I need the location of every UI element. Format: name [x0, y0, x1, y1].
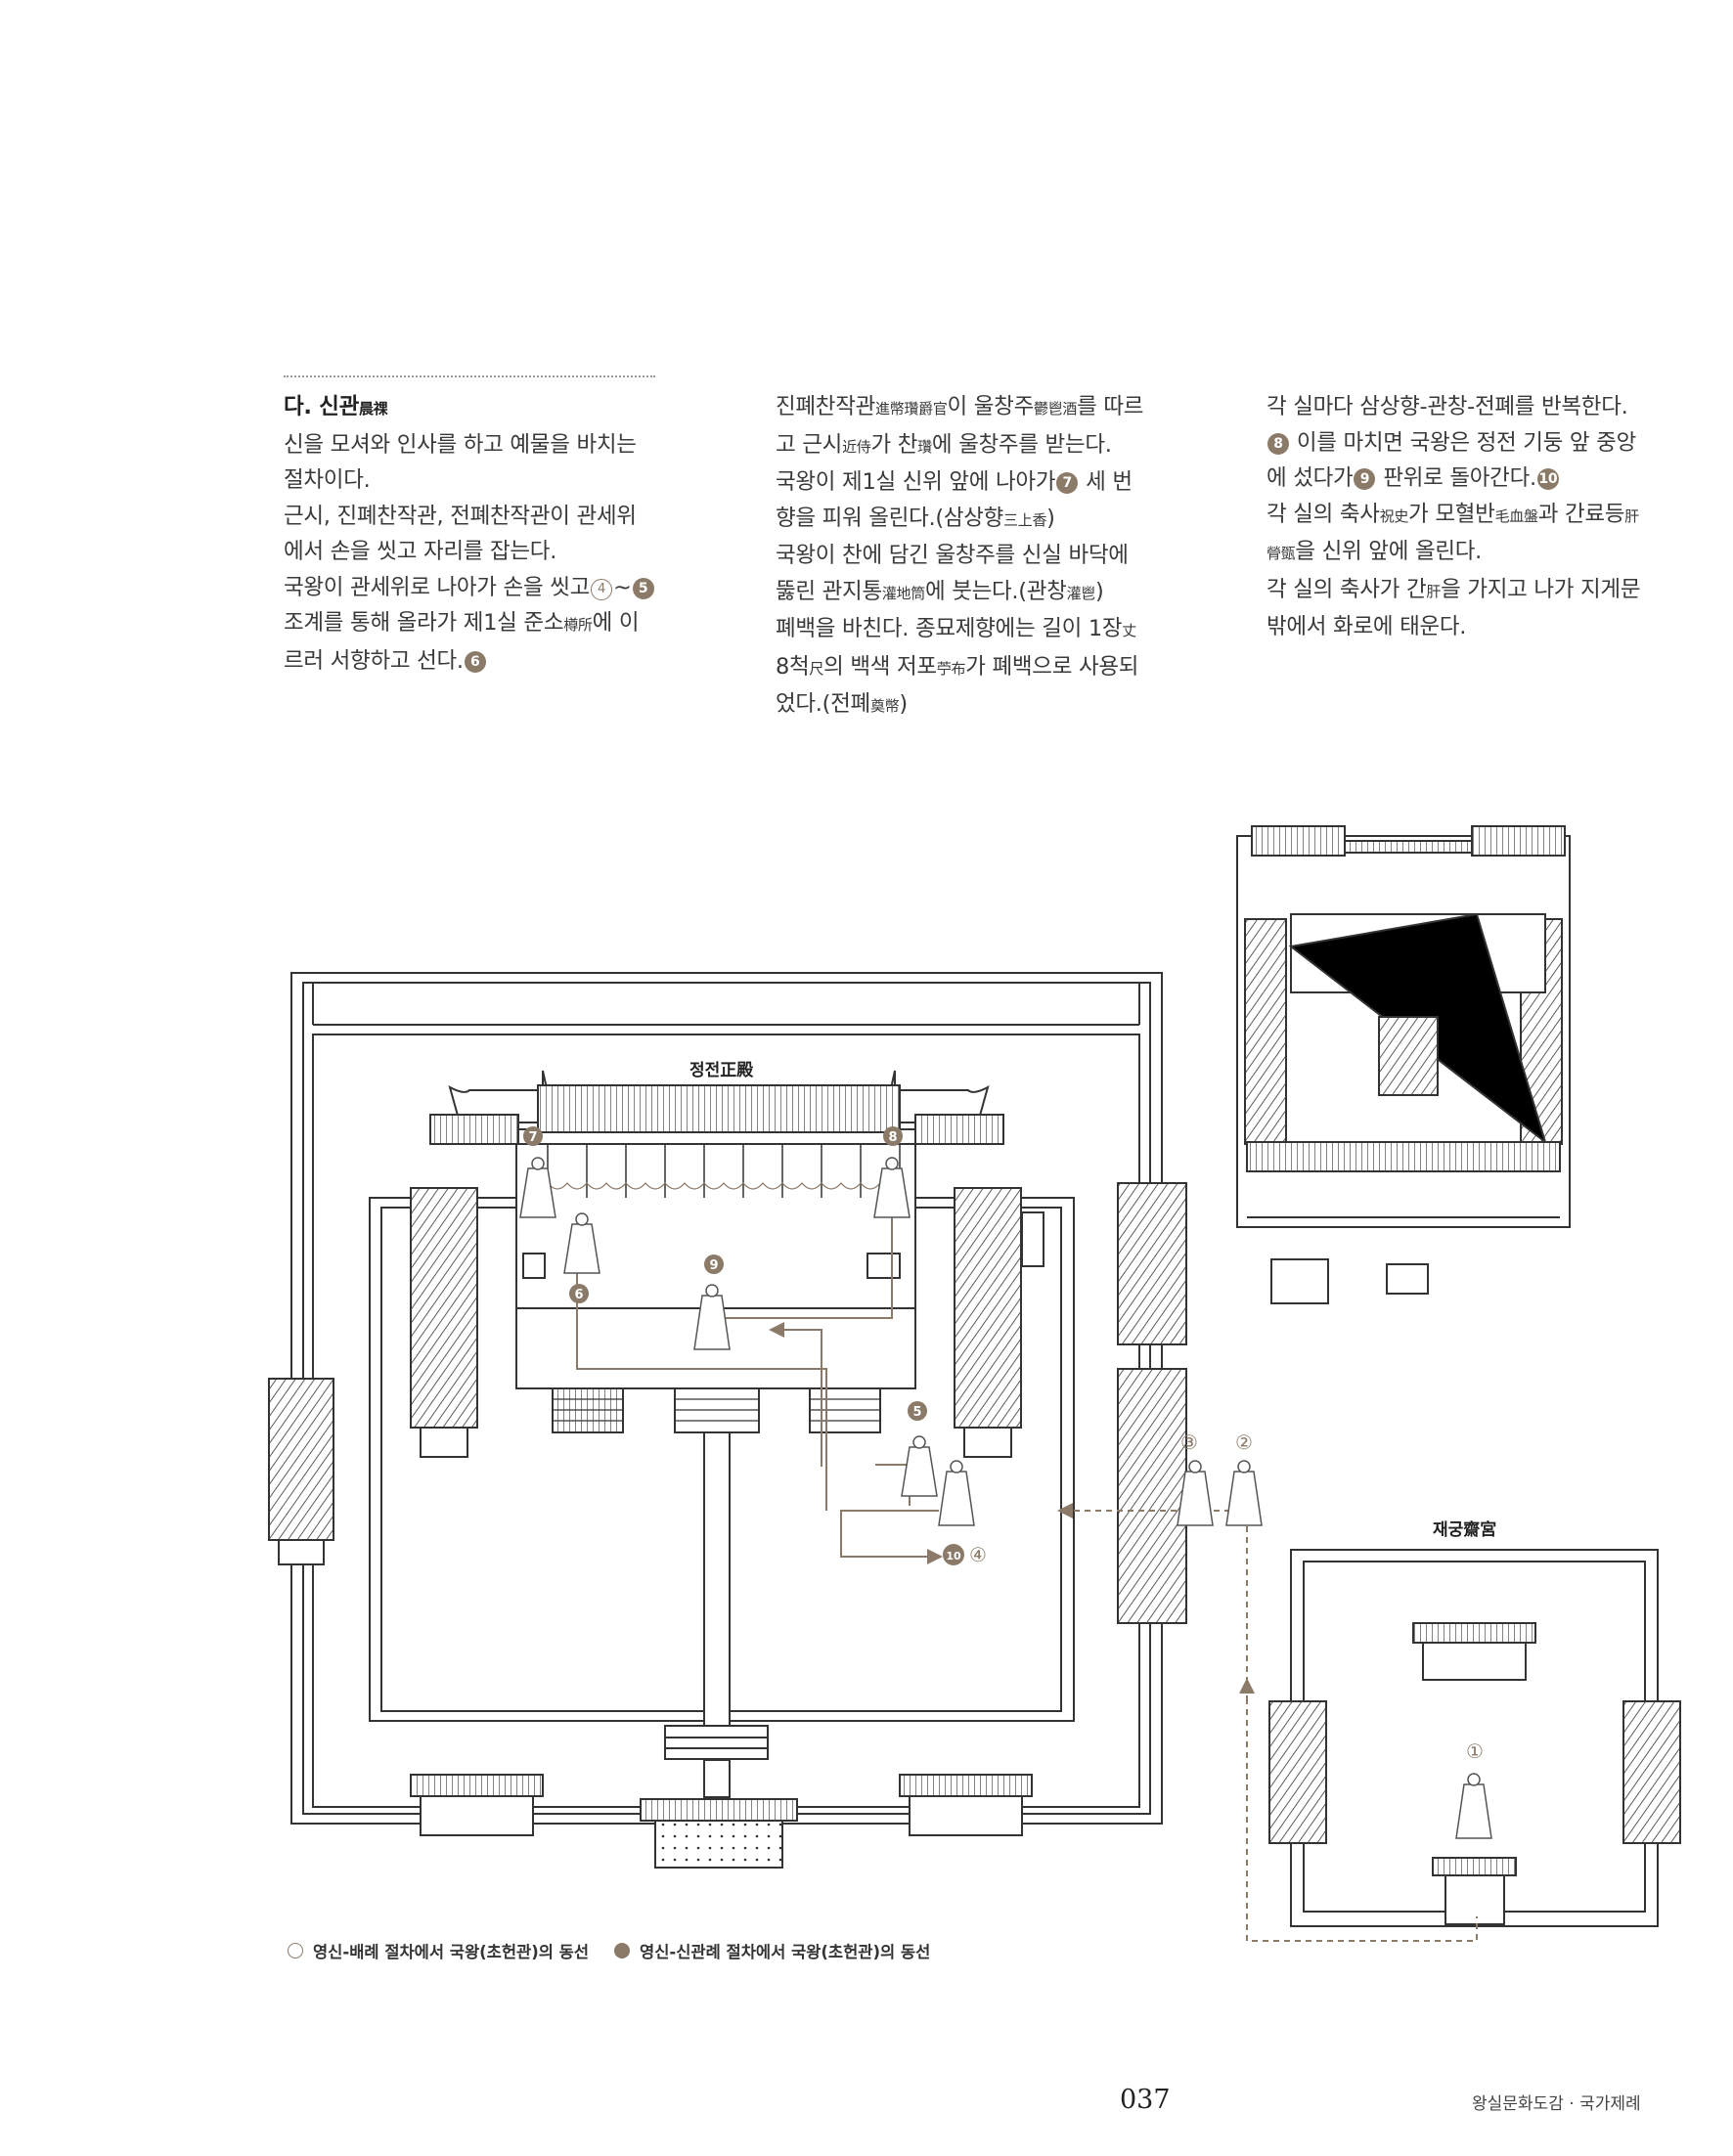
jaegung-label: 재궁齋宮	[1433, 1519, 1496, 1540]
king-figures	[519, 1157, 1492, 1839]
text-column-3: 각 실마다 삼상향-관창-전폐를 반복한다.8 이를 마치면 국왕은 정전 기둥…	[1266, 389, 1643, 645]
text-column-1: 다. 신관晨祼 신을 모셔와 인사를 하고 예물을 바치는 절차이다. 근시, …	[284, 389, 655, 679]
marker-3: ③	[1180, 1430, 1198, 1454]
legend-item-1: 영신-배례 절차에서 국왕(초헌관)의 동선	[313, 1943, 590, 1961]
marker-2: ②	[1235, 1430, 1253, 1454]
main-hall	[429, 1070, 1004, 1433]
shrine-building	[1236, 825, 1571, 1304]
paragraph: 폐백을 바친다. 종묘제향에는 길이 1장丈 8척尺의 백색 저포苧布가 폐백으…	[776, 616, 1139, 717]
legend-item-2: 영신-신관례 절차에서 국왕(초헌관)의 동선	[640, 1943, 931, 1961]
paragraph: 각 실의 축사祝史가 모혈반毛血盤과 간료등肝膋㽅을 신위 앞에 올린다.	[1266, 501, 1639, 565]
marker-10: 10	[946, 1550, 961, 1562]
paragraph: 신을 모셔와 인사를 하고 예물을 바치는 절차이다.	[284, 431, 637, 494]
jaegung-compound	[1268, 1549, 1681, 1927]
jeongjeon-label: 정전正殿	[689, 1061, 754, 1080]
book-title: 왕실문화도감 · 국가제례	[1472, 2094, 1641, 2114]
marker-8: 8	[888, 1130, 897, 1145]
paragraph: 각 실마다 삼상향-관창-전폐를 반복한다.8 이를 마치면 국왕은 정전 기둥…	[1266, 394, 1636, 491]
page-number: 037	[1120, 2085, 1171, 2115]
section-divider	[284, 375, 655, 377]
section-heading: 다. 신관晨祼	[284, 394, 388, 419]
legend-filled-circle-icon	[614, 1943, 631, 1958]
legend-outline-circle-icon	[288, 1943, 303, 1958]
marker-9: 9	[709, 1258, 718, 1273]
marker-4: ④	[969, 1543, 987, 1566]
paragraph: 진폐찬작관進幣瓚爵官이 울창주鬱鬯酒를 따르고 근시近侍가 찬瓚에 울창주를 받…	[776, 394, 1144, 458]
paragraph: 근시, 진폐찬작관, 전폐찬작관이 관세위에서 손을 씻고 자리를 잡는다.	[284, 503, 637, 565]
marker-6: 6	[574, 1288, 583, 1302]
text-column-2: 진폐찬작관進幣瓚爵官이 울창주鬱鬯酒를 따르고 근시近侍가 찬瓚에 울창주를 받…	[776, 389, 1152, 725]
side-wings	[268, 1182, 1187, 1624]
paragraph: 각 실의 축사가 간肝을 가지고 나가 지게문 밖에서 화로에 태운다.	[1266, 576, 1641, 640]
marker-1: ①	[1466, 1739, 1484, 1763]
marker-5: 5	[912, 1405, 921, 1420]
paragraph: 국왕이 찬에 담긴 울창주를 신실 바닥에 뚫린 관지통灌地筒에 붓는다.(관창…	[776, 543, 1129, 604]
marker-7: 7	[528, 1130, 537, 1145]
legend: 영신-배례 절차에서 국왕(초헌관)의 동선 영신-신관례 절차에서 국왕(초헌…	[288, 1939, 930, 1962]
filled-markers: 7 8 6 9 5 10	[523, 1126, 964, 1565]
